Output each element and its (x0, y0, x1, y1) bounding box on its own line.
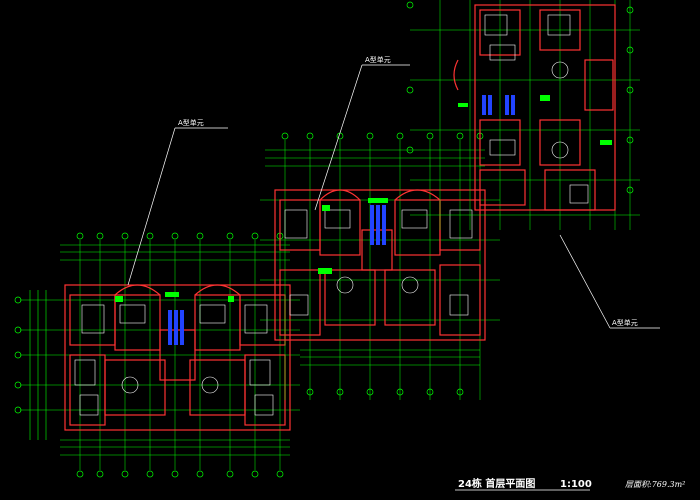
dimension-lines-mid (265, 149, 485, 366)
stair-blue-right (482, 95, 515, 115)
green-markers-mid (318, 198, 388, 274)
axis-bubbles-mid (281, 132, 484, 396)
drawing-scale: 1:100 (560, 479, 592, 490)
unit-label-left: A型单元 (178, 118, 204, 127)
axis-bubbles (14, 232, 284, 478)
green-markers-right (458, 95, 612, 145)
floor-area: 层面积:769.3m² (625, 480, 685, 489)
green-markers (115, 292, 234, 302)
furniture-right (484, 14, 589, 204)
building-block-right (406, 0, 640, 230)
stair-blue (168, 310, 184, 345)
walls-right (453, 4, 616, 211)
unit-label-right: A型单元 (612, 318, 638, 327)
unit-label-middle: A型单元 (365, 55, 391, 64)
stair-blue-mid (370, 205, 386, 245)
drawing-title: 24栋 首层平面图 (458, 477, 535, 490)
building-block-middle (260, 132, 500, 400)
walls (64, 284, 291, 431)
grid-axes-right (410, 0, 640, 230)
walls-mid (274, 189, 486, 341)
axis-bubbles-right (406, 1, 634, 194)
building-block-left (14, 232, 300, 478)
furniture (74, 304, 274, 416)
furniture-mid (284, 209, 473, 316)
callout-leaders (127, 64, 660, 329)
